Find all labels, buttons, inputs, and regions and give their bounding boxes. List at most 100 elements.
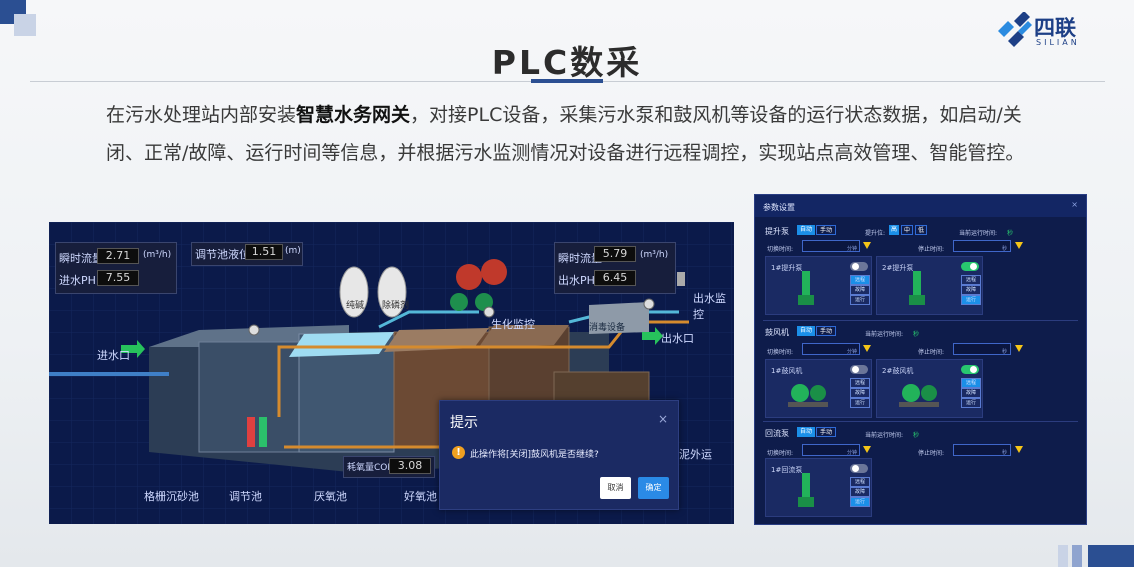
device-card: 1#提升泵 远程 故障 运行 — [765, 256, 872, 315]
manual-mode-tab[interactable]: 手动 — [816, 225, 836, 235]
pool-label: 好氧池 — [404, 490, 437, 503]
runtime-value: 秒 — [913, 331, 920, 338]
pool-label: 厌氧池 — [314, 490, 347, 503]
alert-icon — [863, 242, 871, 249]
alert-icon — [1015, 345, 1023, 352]
power-toggle[interactable] — [961, 262, 979, 271]
remote-button[interactable]: 远程 — [850, 477, 870, 487]
device-card: 1#鼓风机 远程 故障 运行 — [765, 359, 872, 418]
power-toggle[interactable] — [850, 262, 868, 271]
remote-button[interactable]: 远程 — [850, 378, 870, 388]
runtime-value: 秒 — [1007, 230, 1014, 237]
cancel-button[interactable]: 取消 — [600, 477, 631, 499]
alert-icon — [1015, 242, 1023, 249]
scada-process-view: 瞬时流量: 2.71 (m³/h) 进水PH: 7.55 调节池液位: 1.51… — [49, 222, 734, 524]
remote-button[interactable]: 远程 — [850, 275, 870, 285]
start-time-input[interactable] — [802, 444, 860, 456]
level-high-tab[interactable]: 高 — [889, 225, 899, 235]
blower-icon — [899, 384, 939, 407]
section-title-lift: 提升泵 — [765, 227, 789, 236]
run-button[interactable]: 运行 — [850, 497, 870, 507]
dialog-message: 此操作将[关闭]鼓风机是否继续? — [470, 450, 599, 460]
start-time-unit: 分钟 — [847, 450, 858, 456]
remote-button[interactable]: 远程 — [961, 275, 981, 285]
disinfect-label: 消毒设备 — [589, 323, 626, 333]
corner-decoration — [1058, 545, 1068, 567]
description-paragraph: 在污水处理站内部安装智慧水务网关，对接PLC设备，采集污水泵和鼓风机等设备的运行… — [106, 96, 1046, 172]
sludge-label: 泥外运 — [679, 448, 712, 461]
device-name: 1#回流泵 — [771, 466, 803, 474]
pump-icon — [798, 473, 814, 507]
stop-time-unit: 秒 — [1002, 349, 1008, 355]
start-time-input[interactable] — [802, 240, 860, 252]
level-unit: (m) — [285, 246, 301, 256]
power-toggle[interactable] — [961, 365, 979, 374]
level-low-tab[interactable]: 低 — [915, 225, 927, 235]
confirm-button[interactable]: 确定 — [638, 477, 669, 499]
company-logo: 四联 SILIAN — [994, 11, 1104, 50]
fault-button[interactable]: 故障 — [961, 285, 981, 295]
outlet-ph-label: 出水PH: — [558, 274, 599, 287]
auto-mode-tab[interactable]: 自动 — [797, 326, 815, 336]
outlet-monitor-label: 出水监控 — [693, 292, 726, 321]
start-time-label: 切换时间: — [767, 349, 794, 356]
cod-value: 3.08 — [389, 458, 431, 474]
outlet-label: 出水口 — [661, 332, 694, 345]
corner-decoration — [1088, 545, 1134, 567]
fault-button[interactable]: 故障 — [850, 388, 870, 398]
inlet-flow-label: 瞬时流量: — [59, 252, 107, 265]
auto-mode-tab[interactable]: 自动 — [797, 427, 815, 437]
start-time-input[interactable] — [802, 343, 860, 355]
level-mid-tab[interactable]: 中 — [901, 225, 913, 235]
device-card: 2#提升泵 远程 故障 运行 — [876, 256, 983, 315]
runtime-value: 秒 — [913, 432, 920, 439]
start-time-unit: 分钟 — [847, 349, 858, 355]
power-toggle[interactable] — [850, 464, 868, 473]
start-time-unit: 分钟 — [847, 246, 858, 252]
paragraph-text: 在污水处理站内部安装 — [106, 104, 297, 126]
page-title: PLC数采 — [491, 43, 643, 82]
run-button[interactable]: 运行 — [961, 398, 981, 408]
cod-label: 耗氧量COD: — [347, 463, 398, 473]
close-icon[interactable]: × — [1071, 200, 1078, 209]
bio-monitor-label: 生化监控 — [491, 318, 535, 331]
fault-button[interactable]: 故障 — [850, 285, 870, 295]
manual-mode-tab[interactable]: 手动 — [816, 326, 836, 336]
inlet-flow-unit: (m³/h) — [143, 250, 172, 260]
logo-text: 四联 — [1034, 16, 1076, 40]
section-divider — [763, 320, 1078, 321]
device-card: 1#回流泵 远程 故障 运行 — [765, 458, 872, 517]
stop-time-input[interactable] — [953, 343, 1011, 355]
outlet-ph-value: 6.45 — [594, 270, 636, 286]
fault-button[interactable]: 故障 — [961, 388, 981, 398]
run-button[interactable]: 运行 — [850, 398, 870, 408]
pump-icon — [798, 271, 814, 305]
device-name: 1#提升泵 — [771, 264, 803, 272]
start-time-label: 切换时间: — [767, 246, 794, 253]
close-icon[interactable]: × — [657, 412, 668, 426]
inlet-ph-label: 进水PH: — [59, 274, 100, 287]
logo-subtext: SILIAN — [1036, 38, 1080, 47]
fault-button[interactable]: 故障 — [850, 487, 870, 497]
settings-header — [755, 195, 1086, 217]
runtime-label: 当前运行时间: — [865, 331, 904, 338]
warning-icon: ! — [452, 446, 465, 459]
run-button[interactable]: 运行 — [850, 295, 870, 305]
title-accent — [531, 79, 603, 83]
run-button[interactable]: 运行 — [961, 295, 981, 305]
level-value: 1.51 — [245, 244, 283, 260]
device-card: 2#鼓风机 远程 故障 运行 — [876, 359, 983, 418]
level-label: 提升位: — [865, 230, 886, 237]
remote-button[interactable]: 远程 — [961, 378, 981, 388]
alert-icon — [863, 446, 871, 453]
stop-time-label: 停止时间: — [918, 450, 945, 457]
stop-time-unit: 秒 — [1002, 246, 1008, 252]
stop-time-input[interactable] — [953, 444, 1011, 456]
manual-mode-tab[interactable]: 手动 — [816, 427, 836, 437]
stop-time-input[interactable] — [953, 240, 1011, 252]
power-toggle[interactable] — [850, 365, 868, 374]
runtime-label: 当前运行时间: — [959, 230, 998, 237]
auto-mode-tab[interactable]: 自动 — [797, 225, 815, 235]
section-title-reflux: 回流泵 — [765, 429, 789, 438]
inlet-label: 进水口 — [97, 349, 130, 362]
